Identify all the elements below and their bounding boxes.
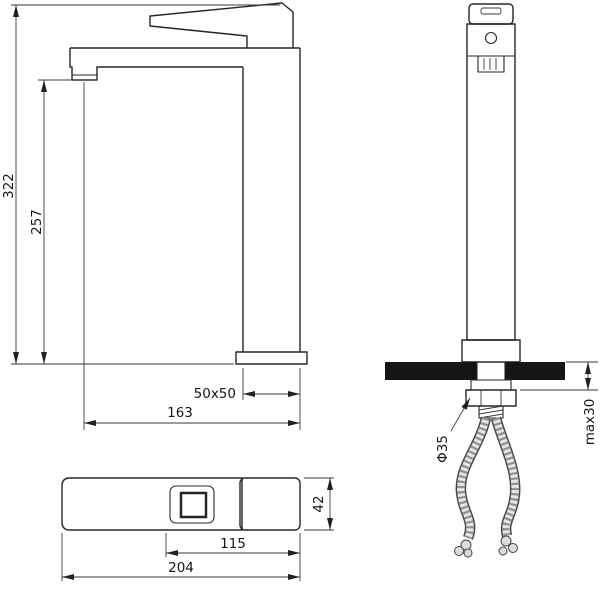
handle-slot-side (480, 7, 502, 15)
dimension-spout-reach: 163 (83, 82, 300, 430)
spout-arm-front (69, 47, 300, 81)
faucet-top-outline (61, 477, 301, 531)
dim-label-body-width: 42 (311, 495, 327, 512)
dim-label-hole-diameter: Φ35 (435, 435, 451, 463)
dim-label-handle-to-end: 115 (220, 536, 246, 552)
dimension-overall-length: 204 (61, 533, 300, 581)
faucet-front-outline (69, 2, 308, 365)
body-top-view (61, 477, 243, 531)
dimension-max-thickness: max30 (520, 361, 598, 446)
dim-label-spout-height: 257 (29, 209, 45, 235)
aerator-side (477, 55, 505, 73)
dim-label-spout-reach: 163 (167, 405, 193, 421)
dimension-total-height: 322 (1, 4, 280, 365)
column-top-view (239, 477, 301, 531)
dimension-spout-height: 257 (29, 79, 96, 364)
side-view: Φ35 max30 (385, 3, 598, 558)
dimension-handle-to-end: 115 (165, 533, 301, 581)
base-plinth-side (461, 339, 521, 363)
dimension-hole-diameter: Φ35 (435, 397, 471, 463)
threaded-shank (478, 405, 504, 419)
hose-right-fitting (500, 535, 512, 547)
mounting-nut (465, 389, 517, 407)
dim-label-total-height: 322 (1, 173, 17, 199)
dim-label-max-thickness: max30 (582, 399, 598, 446)
hose-right (490, 416, 521, 556)
hose-left (454, 416, 492, 558)
body-side (466, 23, 516, 341)
supply-hoses (454, 416, 521, 558)
handle-inner-square (179, 491, 208, 519)
washer (470, 379, 512, 391)
dimension-body-width: 42 (304, 477, 334, 531)
top-view: 42 115 204 (61, 477, 334, 581)
front-view: 322 257 50x50 163 (1, 2, 308, 430)
handle-top-view (169, 485, 215, 524)
faucet-side-outline (461, 3, 521, 363)
dim-label-overall-length: 204 (168, 560, 194, 576)
countertop-slab (385, 362, 565, 380)
mounting-hardware (465, 379, 517, 419)
dimension-body-section: 50x50 (194, 368, 301, 430)
button-detail-side (484, 31, 498, 45)
base-plate-front (235, 351, 308, 365)
dim-label-body-section: 50x50 (194, 386, 236, 402)
handle-lever-front (149, 2, 294, 49)
